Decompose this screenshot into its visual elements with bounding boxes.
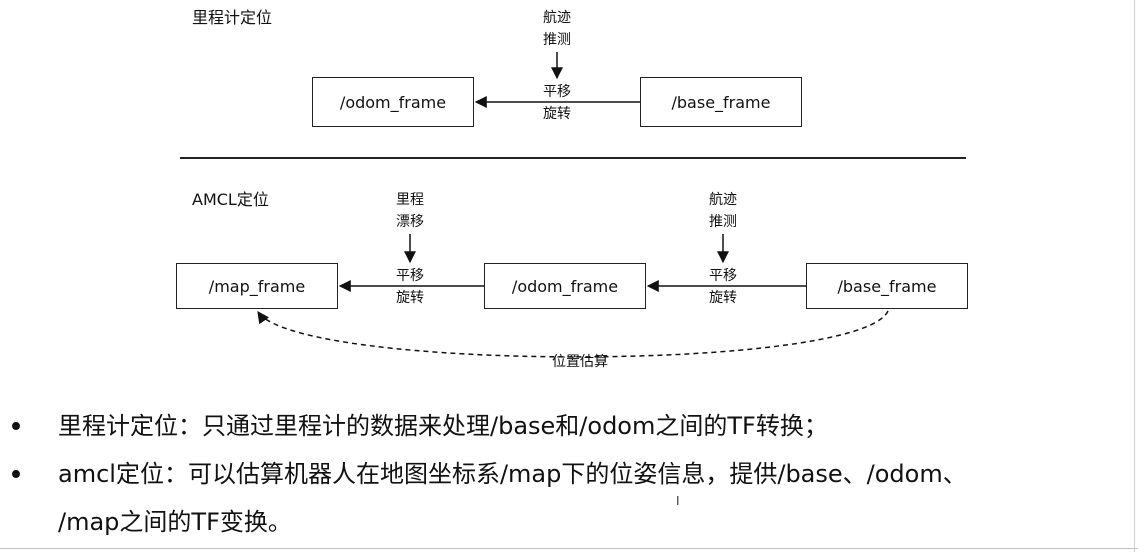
amcl-dead-reckon-line-1: 航迹 (709, 192, 737, 208)
section-divider (180, 157, 966, 159)
amcl-transform1-line-2: 旋转 (396, 290, 424, 306)
odometry-section-title: 里程计定位 (192, 8, 273, 27)
amcl-map-frame-label: /map_frame (208, 276, 306, 296)
amcl-estimate-label: 位置估算 (552, 354, 608, 370)
top-base-frame-node: /base_frame (640, 77, 802, 127)
amcl-section-title: AMCL定位 (192, 190, 269, 209)
amcl-estimate-dashed-arrow (257, 310, 889, 358)
top-input-line-1: 航迹 (543, 10, 571, 26)
bullet-1-text: 里程计定位：只通过里程计的数据来处理/base和/odom之间的TF转换； (58, 412, 828, 440)
top-odom-frame-node: /odom_frame (312, 77, 474, 127)
frame-edge-bottom (0, 548, 1138, 549)
top-transform-line-1: 平移 (543, 84, 571, 100)
amcl-drift-line-1: 里程 (396, 192, 424, 208)
amcl-dead-reckon-line-2: 推测 (709, 214, 737, 230)
bullet-dot-1 (12, 422, 20, 430)
amcl-odom-frame-node: /odom_frame (484, 263, 646, 309)
amcl-base-frame-node: /base_frame (806, 263, 968, 309)
top-base-frame-label: /base_frame (671, 92, 771, 112)
top-input-line-2: 推测 (543, 32, 571, 48)
amcl-base-frame-label: /base_frame (837, 276, 937, 296)
amcl-transform2-line-1: 平移 (709, 268, 737, 284)
bullet-dot-2 (12, 470, 20, 478)
amcl-map-frame-node: /map_frame (176, 263, 338, 309)
top-transform-line-2: 旋转 (543, 106, 571, 122)
top-odom-frame-label: /odom_frame (339, 92, 447, 112)
frame-edge-right (1134, 0, 1135, 552)
bullet-2-text-line-1: amcl定位：可以估算机器人在地图坐标系/map下的位姿信息，提供/base、/… (58, 460, 967, 488)
text-cursor-icon: I (676, 494, 680, 508)
amcl-transform2-line-2: 旋转 (709, 290, 737, 306)
amcl-transform1-line-1: 平移 (396, 268, 424, 284)
amcl-drift-line-2: 漂移 (396, 214, 424, 230)
amcl-odom-frame-label: /odom_frame (511, 276, 619, 296)
bullet-2-text-line-2: /map之间的TF变换。 (58, 508, 292, 536)
